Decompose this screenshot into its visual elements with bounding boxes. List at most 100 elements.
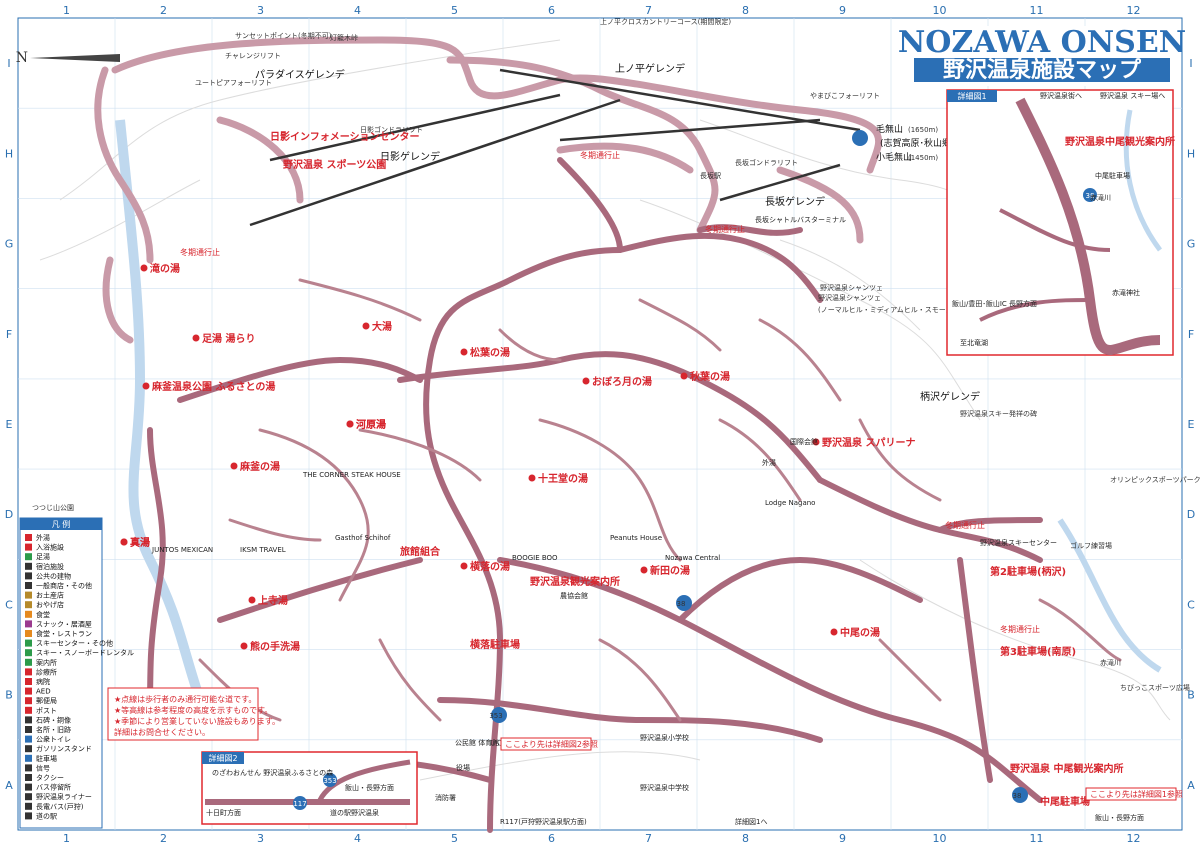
grid-col-label-bottom: 7: [645, 832, 652, 845]
spa-label: 河原湯: [356, 418, 386, 431]
legend-item-label: 宿泊施設: [36, 562, 64, 571]
ski-slopes: [94, 36, 883, 344]
callout-label: ここより先は詳細図1参照: [1090, 789, 1183, 799]
legend-item-label: 道の駅: [36, 811, 57, 820]
area-label: サンセットポイント(冬期不可): [235, 31, 332, 40]
spa-label: 秋葉の湯: [690, 370, 730, 383]
facility-label: 野沢温泉スキーセンター: [980, 538, 1057, 547]
legend-item-label: 郵便局: [36, 696, 57, 705]
spa-label: 麻釜の湯: [239, 460, 280, 473]
spa-label: 松葉の湯: [470, 346, 510, 359]
spa-icon: [192, 334, 200, 342]
inset2-route-117: 117: [293, 800, 306, 808]
facility-label: 国際会館: [790, 437, 818, 446]
facility-label: 公民館 体育館: [455, 738, 499, 747]
legend-item-label: 駐車場: [36, 754, 57, 763]
legend-swatch-icon: [25, 620, 32, 628]
grid-row-label-left: F: [6, 328, 12, 341]
road-label: R117(戸狩野沢温泉駅方面): [500, 817, 587, 826]
spa-icon: [460, 562, 468, 570]
grid-row-label-right: E: [1188, 418, 1195, 431]
route-shield-number: 353: [489, 712, 502, 720]
legend-swatch-icon: [25, 668, 32, 676]
legend-swatch-icon: [25, 562, 32, 570]
inset-detail-2[interactable]: 詳細図2 117 353 のざわおんせん 野沢温泉ふるさとの森十日町方面道の駅野…: [201, 751, 418, 825]
grid-col-label-bottom: 1: [63, 832, 70, 845]
legend-swatch-icon: [25, 610, 32, 618]
notice-box: ★点線は歩行者のみ通行可能な道です。★等高線は参考程度の高度を示すものです。★季…: [107, 687, 280, 741]
route-shield-number: 38: [1013, 792, 1022, 800]
road-label: 冬期通行止: [580, 150, 620, 160]
legend-swatch-icon: [25, 793, 32, 801]
legend-item-label: 名所・旧跡: [36, 725, 71, 734]
peak-name: 毛無山: [876, 123, 903, 135]
facility-label: 長坂シャトルバスターミナル: [755, 215, 846, 224]
legend-swatch-icon: [25, 735, 32, 743]
grid-row-label-left: D: [5, 508, 13, 521]
grid-col-label-top: 5: [451, 4, 458, 17]
legend-item-label: 野沢温泉ライナー: [36, 792, 92, 801]
legend-item-label: 診療所: [36, 667, 57, 676]
river: [115, 119, 1162, 702]
inset2-place: 十日町方面: [206, 808, 241, 817]
inset2-place: 道の駅野沢温泉: [330, 808, 379, 817]
spa-icon: [248, 596, 256, 604]
grid-row-label-right: C: [1187, 598, 1195, 611]
legend-swatch-icon: [25, 639, 32, 647]
grid-col-label-bottom: 5: [451, 832, 458, 845]
grid-col-label-top: 11: [1030, 4, 1044, 17]
inset-detail-1[interactable]: 詳細図1 38 野沢温泉街へ野沢温泉 スキー場へ野沢温泉中尾観光案内所中尾駐車場…: [946, 89, 1175, 356]
legend-swatch-icon: [25, 726, 32, 733]
inset2-route-353: 353: [323, 777, 336, 785]
legend-swatch-icon: [25, 716, 32, 724]
grid-row-label-right: D: [1187, 508, 1195, 521]
facility-label: 第3駐車場(南原): [1000, 645, 1076, 658]
grid-col-label-bottom: 9: [839, 832, 846, 845]
area-label: チャレンジリフト: [225, 52, 281, 60]
facility-label: IKSM TRAVEL: [240, 546, 286, 554]
notice-line: ★等高線は参考程度の高度を示すものです。: [114, 705, 272, 715]
legend-swatch-icon: [25, 745, 32, 753]
area-label: 長坂ゲレンデ: [765, 195, 825, 208]
spa-label: 麻釜温泉公園 ふるさとの湯: [151, 380, 275, 393]
legend-title: 凡 例: [52, 519, 71, 529]
inset2-place: 飯山・長野方面: [345, 783, 394, 792]
legend-item-label: 食堂・レストラン: [36, 629, 92, 638]
peak-elevation: (1450m): [908, 154, 938, 162]
legend-swatch-icon: [25, 764, 32, 772]
area-label: 上ノ平ゲレンデ: [615, 62, 685, 75]
facility-label: 長坂駅: [700, 171, 721, 180]
legend-item-label: 公共の建物: [36, 571, 71, 580]
legend-item-label: ガソリンスタンド: [36, 744, 92, 753]
notice-line: 詳細はお問合せください。: [114, 727, 210, 737]
notice-line: ★点線は歩行者のみ通行可能な道です。: [114, 694, 256, 704]
legend-swatch-icon: [25, 754, 32, 762]
grid-row-label-right: B: [1187, 689, 1195, 702]
inset1-place: 野沢温泉 スキー場へ: [1100, 91, 1165, 100]
facility-label: Lodge Nagano: [765, 499, 815, 507]
notice-line: ★季節により営業していない施設もあります。: [114, 716, 280, 726]
road-label: 冬期通行止: [180, 247, 220, 257]
spa-icon: [582, 377, 590, 385]
facility-label: BOOGIE BOO: [512, 554, 558, 562]
peak-name: 小毛無山: [876, 151, 912, 163]
legend-item-label: おやげ店: [36, 600, 64, 609]
legend-swatch-icon: [25, 553, 32, 561]
inset1-place: 中尾駐車場: [1095, 171, 1130, 180]
facility-label: Gasthof Schihof: [335, 534, 391, 542]
legend-item-label: スキー・スノーボードレンタル: [36, 648, 134, 657]
grid-row-label-right: A: [1187, 779, 1195, 792]
minor-roads: [198, 278, 1122, 722]
inset1-label: 詳細図1: [957, 91, 986, 101]
area-label: 柄沢ゲレンデ: [920, 390, 980, 403]
callout-box: [500, 737, 592, 751]
spa-icon: [346, 420, 354, 428]
facility-label: Nozawa Central: [665, 554, 720, 562]
legend-item-label: お土産店: [36, 591, 64, 600]
callout-label: ここより先は詳細図2参照: [505, 739, 598, 749]
legend-item-label: 案内所: [36, 658, 57, 667]
